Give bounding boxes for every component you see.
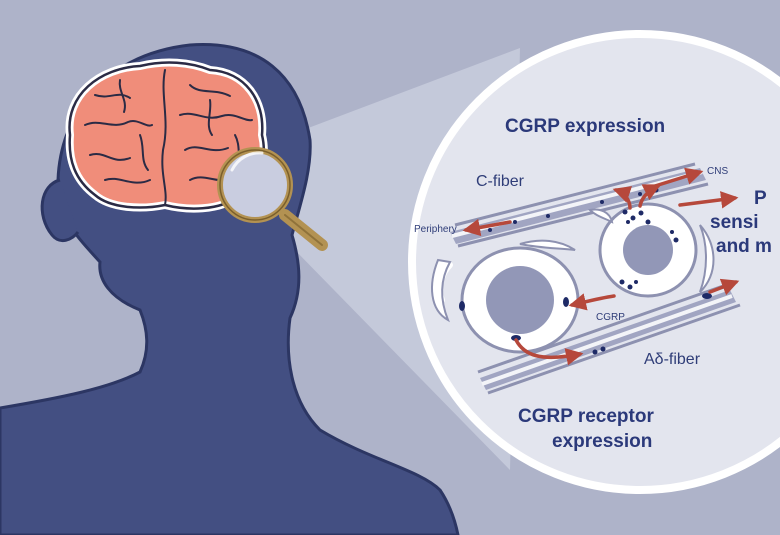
title-receptor-line2: expression [552, 431, 652, 452]
arrow-to-sensitization [678, 191, 739, 209]
glia-shape [431, 258, 452, 323]
title-cgrp-expression: CGRP expression [505, 116, 665, 137]
cut-off-label-line3: and m [716, 236, 772, 257]
a-delta-fiber-bundle [477, 283, 741, 395]
label-cgrp: CGRP [596, 312, 625, 323]
zoom-circle-content: CGRP expression C-fiber CNS Periphery CG… [414, 116, 772, 452]
label-c-fiber: C-fiber [476, 173, 525, 190]
cut-off-label-line2: sensi [710, 212, 759, 233]
glia-shape [699, 224, 715, 293]
brain-icon [65, 58, 268, 213]
magnifying-glass-icon [217, 147, 328, 251]
release-arrows [462, 167, 740, 366]
arrow-adelta-forward [708, 278, 740, 296]
arrow-up-from-neuron-2 [638, 184, 662, 208]
arrow-to-periphery [462, 218, 512, 237]
glia-shape [519, 239, 576, 251]
glia-shape [587, 208, 614, 224]
arrow-to-cns [653, 167, 704, 188]
arrow-neuron-to-adelta [514, 338, 584, 366]
cgrp-receptor-markers [459, 293, 712, 341]
ear [40, 178, 80, 243]
arrow-cgrp-to-neuron [568, 293, 616, 311]
neuron-small [598, 202, 698, 298]
title-receptor-line1: CGRP receptor [518, 406, 654, 427]
cut-off-label-line1: P [754, 188, 767, 209]
label-cns: CNS [707, 166, 728, 177]
label-periphery: Periphery [414, 224, 457, 235]
label-a-delta-fiber: Aδ-fiber [644, 351, 701, 368]
arrow-up-from-neuron [612, 186, 633, 210]
